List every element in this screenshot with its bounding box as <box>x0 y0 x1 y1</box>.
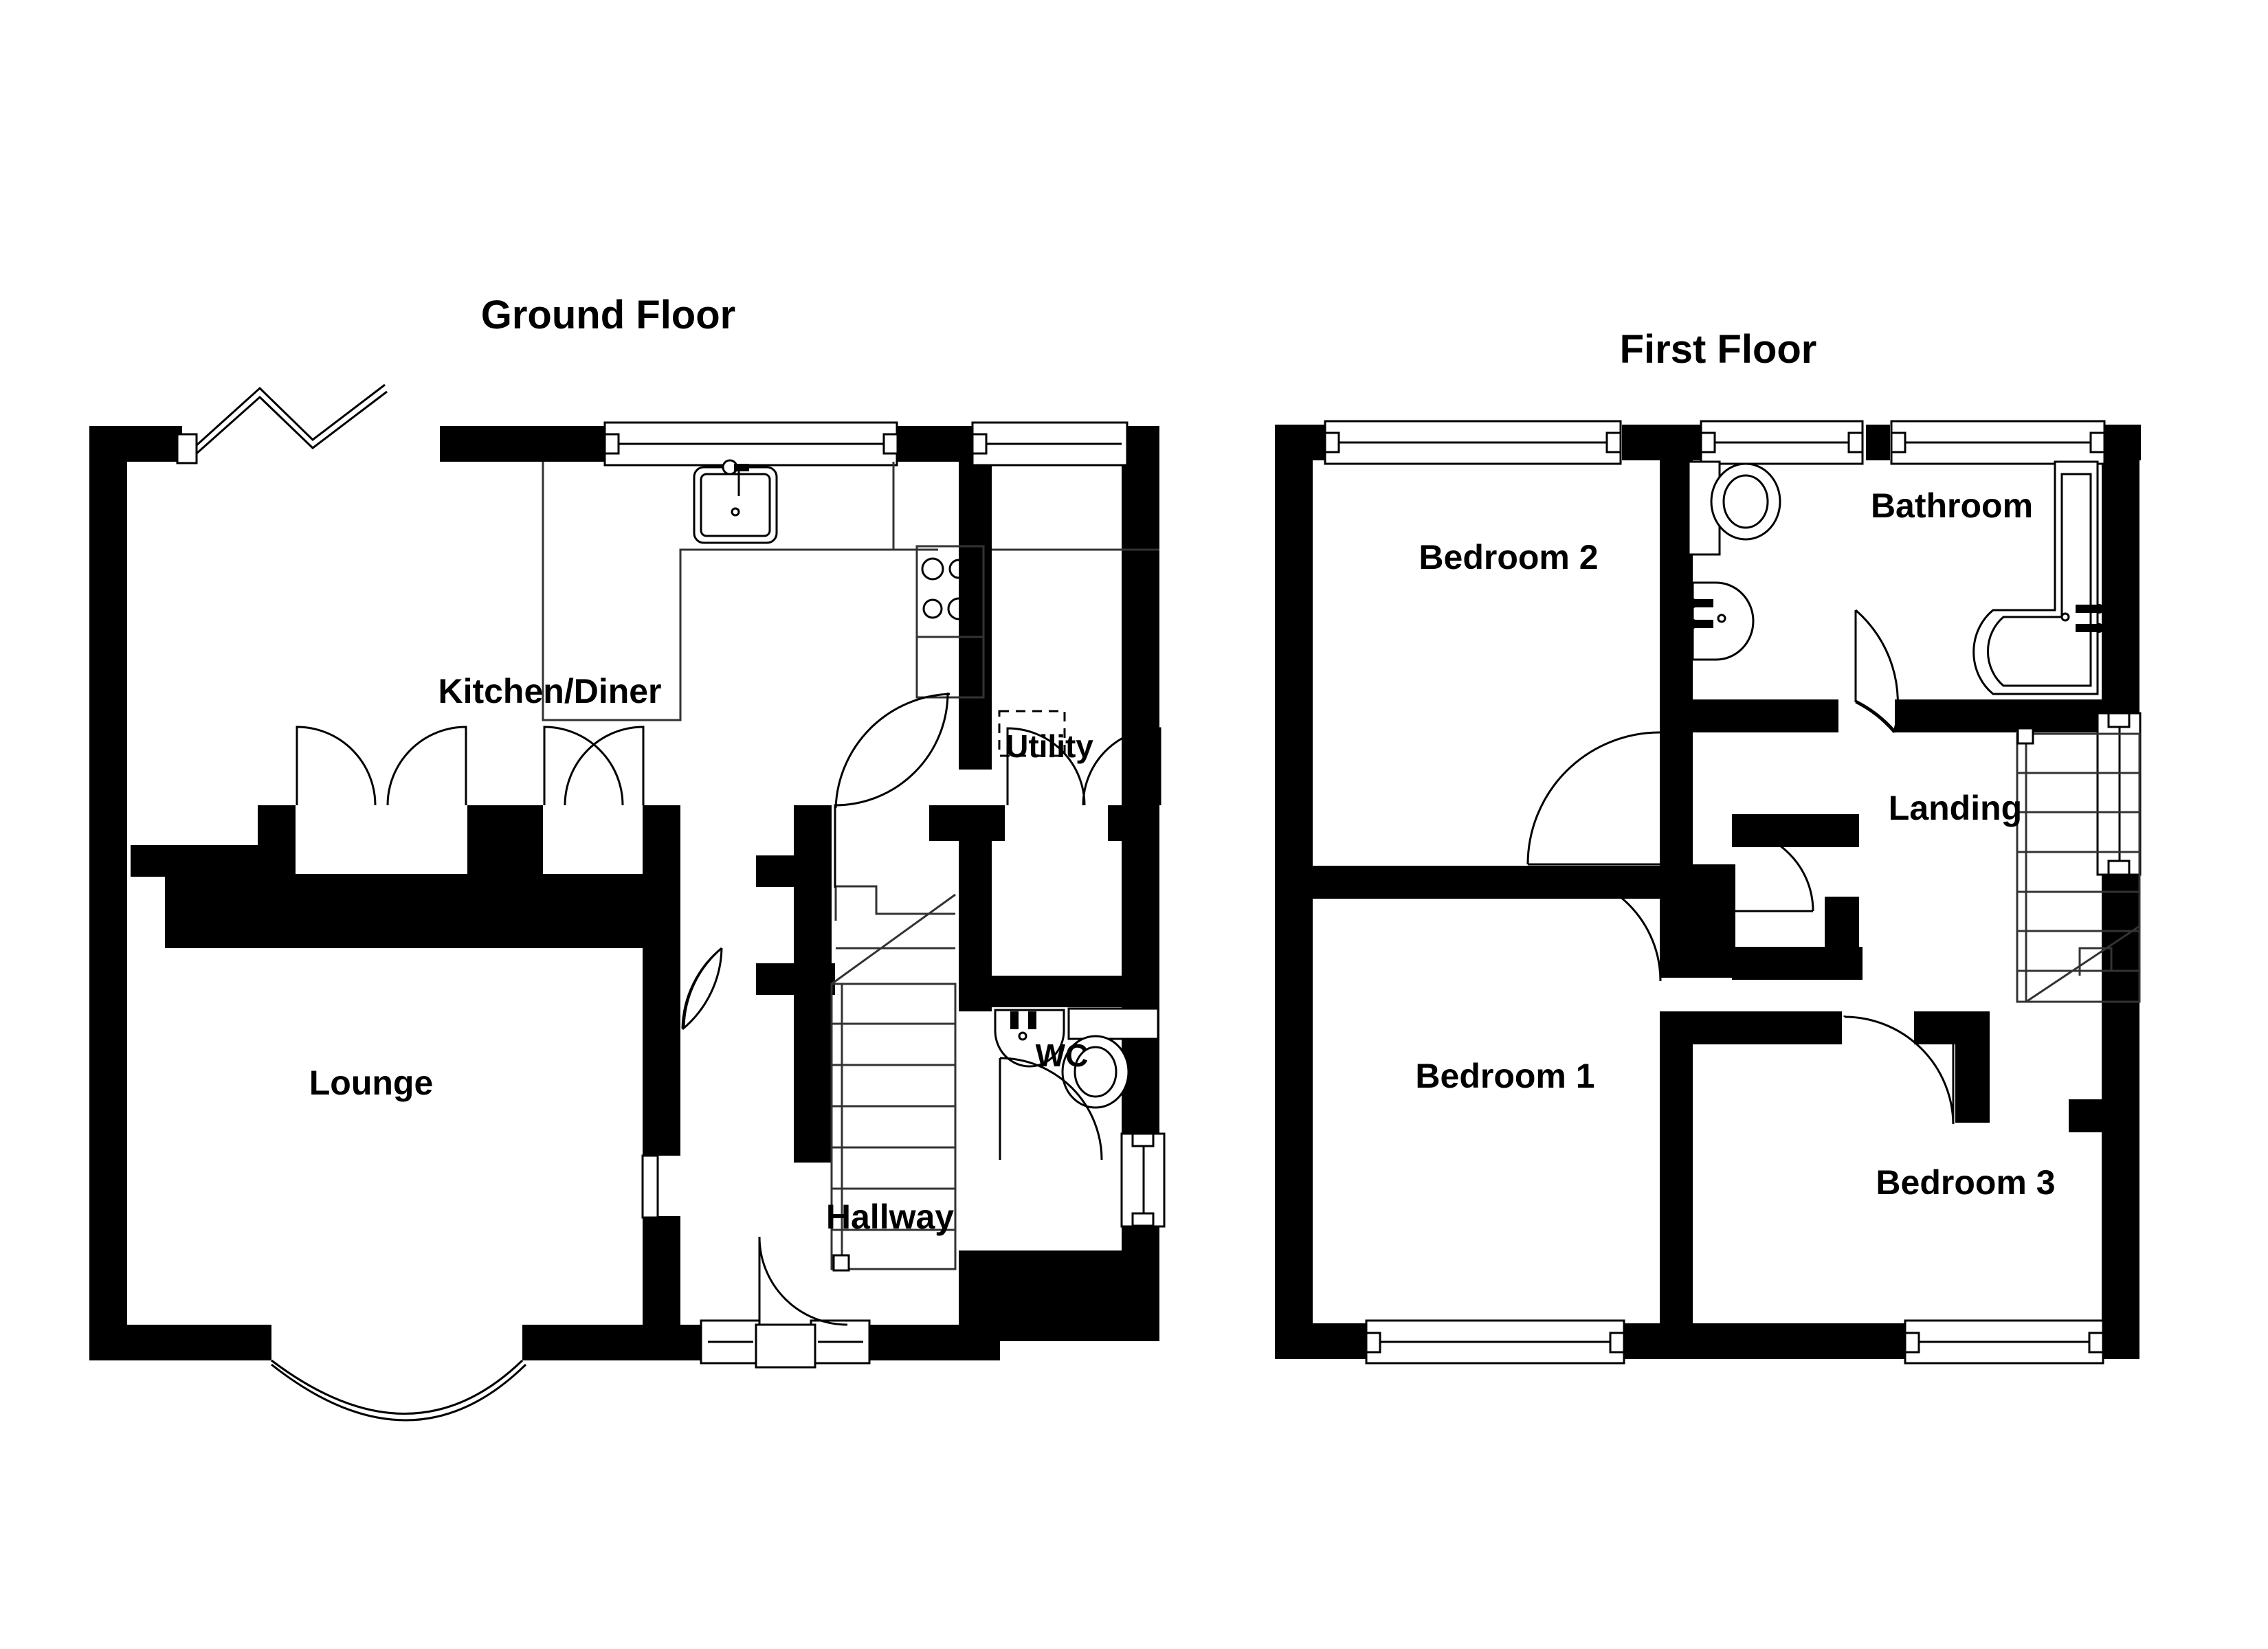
room-label-wc: WC <box>1036 1037 1089 1073</box>
first-floor-door-swings <box>1526 609 1955 1125</box>
room-label-bedroom-3: Bedroom 3 <box>1876 1163 2055 1202</box>
room-label-lounge: Lounge <box>309 1064 434 1102</box>
window-utility-rear <box>971 421 1129 467</box>
window-bedroom3-front <box>1904 1319 2104 1365</box>
window-hallway-side <box>1120 1132 1166 1228</box>
ground-floor-title: Ground Floor <box>481 293 736 337</box>
staircase-first <box>2016 727 2141 1003</box>
room-label-bedroom-1: Bedroom 1 <box>1415 1057 1594 1095</box>
wc-basin-icon <box>994 1009 1065 1068</box>
room-label-bedroom-2: Bedroom 2 <box>1419 538 1598 576</box>
bathroom-basin-icon <box>1688 581 1755 661</box>
bay-window-lounge <box>271 1359 527 1422</box>
room-label-kitchen-diner: Kitchen/Diner <box>438 672 661 710</box>
ground-floor-group: Ground Floor <box>89 293 1166 1422</box>
room-label-utility: Utility <box>1005 728 1093 764</box>
window-kitchen-rear <box>603 421 899 467</box>
window-landing-side <box>2096 712 2142 876</box>
ground-floor-walls <box>89 426 1159 1360</box>
rear-door-swing <box>176 383 388 464</box>
first-floor-walls <box>1275 425 2141 1359</box>
ground-floor-windows <box>603 421 1166 1369</box>
first-floor-windows <box>1324 420 2142 1365</box>
kitchen-sink-icon <box>693 459 778 544</box>
wc-toilet-icon <box>1061 1007 1159 1109</box>
utility-label-selection-box <box>998 710 1066 757</box>
bathroom-toilet-icon <box>1687 460 1781 556</box>
window-bedroom2-rear <box>1324 420 1622 465</box>
hob-icon <box>915 545 985 699</box>
room-label-hallway: Hallway <box>826 1198 954 1236</box>
window-bathroom-rear-left <box>1700 420 1864 465</box>
first-floor-group: First Floor <box>1275 327 2142 1365</box>
window-bathroom-rear-right <box>1890 420 2106 465</box>
window-bedroom1-front <box>1365 1319 1625 1365</box>
bathroom-bath-icon <box>1972 460 2104 695</box>
room-label-landing: Landing <box>1889 789 2022 827</box>
first-floor-title: First Floor <box>1620 327 1817 372</box>
front-door <box>700 1236 871 1369</box>
room-label-bathroom: Bathroom <box>1871 486 2033 525</box>
staircase-ground <box>830 885 957 1272</box>
ground-floor-door-swings <box>296 692 1161 1219</box>
